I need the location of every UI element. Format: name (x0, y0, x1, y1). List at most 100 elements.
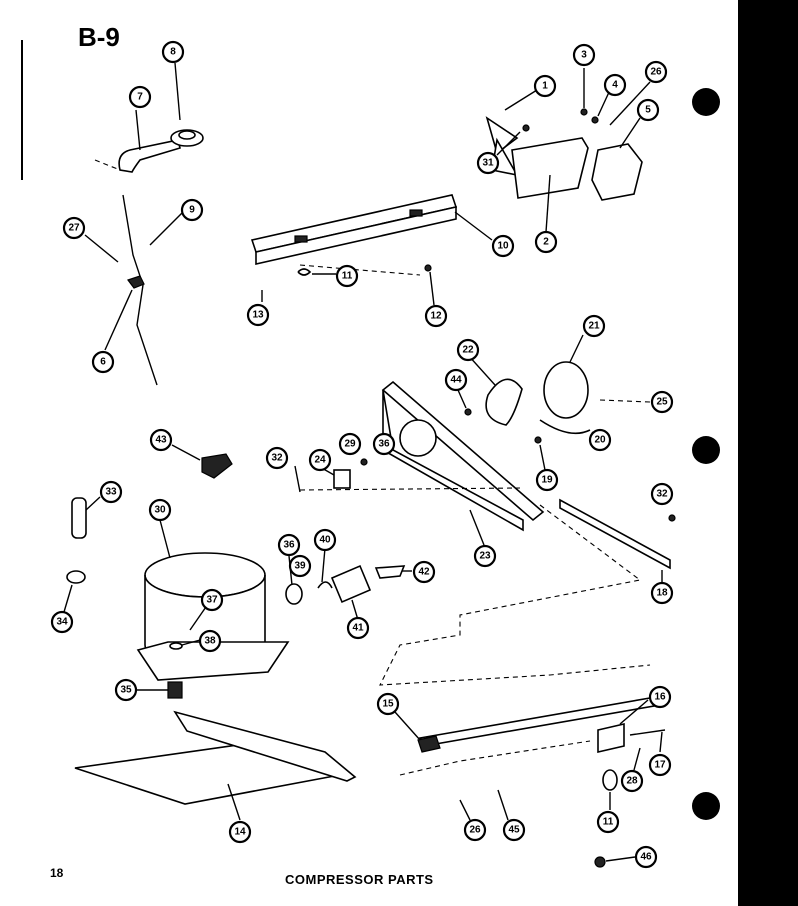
lead-1 (504, 89, 538, 111)
callout-43: 43 (149, 428, 173, 452)
page-title: B-9 (78, 22, 120, 52)
svg-text:41: 41 (352, 623, 364, 634)
exploded-parts-diagram: 1 2 3 4 5 6 7 8 9 10 11 11 12 13 14 15 1… (21, 40, 676, 869)
part-grommet-8-inner (178, 130, 196, 140)
lead-14 (227, 783, 241, 821)
lead-12 (429, 271, 435, 306)
callout-44: 44 (444, 368, 468, 392)
svg-text:21: 21 (588, 321, 600, 332)
callout-14: 14 (228, 820, 252, 844)
part-screw-3 (580, 108, 588, 116)
part-block-24 (333, 469, 351, 489)
svg-text:31: 31 (482, 158, 494, 169)
part-screw-36 (360, 458, 368, 466)
lead-40 (321, 547, 326, 583)
svg-text:40: 40 (319, 535, 331, 546)
lead-26-bottom (459, 799, 471, 821)
part-motor-21 (543, 361, 589, 419)
svg-text:4: 4 (612, 80, 618, 91)
lead-9 (149, 212, 183, 246)
part-compressor-base (136, 641, 290, 681)
callout-3: 3 (572, 43, 596, 67)
part-rail-14 (173, 710, 357, 782)
binder-hole-top (692, 88, 720, 116)
callout-2: 2 (534, 230, 558, 254)
svg-text:16: 16 (654, 692, 666, 703)
callout-31: 31 (476, 151, 500, 175)
callout-16: 16 (648, 685, 672, 709)
part-clip-40 (317, 581, 333, 589)
part-plate-23-hole (399, 419, 437, 457)
part-nut-44 (464, 408, 472, 416)
svg-text:19: 19 (541, 475, 553, 486)
part-channel-slot-a (294, 235, 308, 243)
part-screw-31 (522, 124, 530, 132)
callout-5: 5 (636, 98, 660, 122)
svg-text:23: 23 (479, 551, 491, 562)
part-gear-11 (602, 769, 618, 791)
svg-text:20: 20 (594, 435, 606, 446)
part-bracket-2 (511, 137, 589, 199)
callout-1: 1 (533, 74, 557, 98)
lead-4 (597, 89, 611, 117)
callout-38: 38 (198, 629, 222, 653)
callout-17: 17 (648, 753, 672, 777)
svg-text:18: 18 (656, 588, 668, 599)
callout-34: 34 (50, 610, 74, 634)
callout-10: 10 (491, 234, 515, 258)
callout-45: 45 (502, 818, 526, 842)
part-rail-15-end (417, 735, 441, 753)
lead-27 (84, 234, 119, 263)
lead-16 (619, 699, 649, 725)
lead-7 (135, 109, 141, 151)
callout-46: 46 (634, 845, 658, 869)
lead-31 (496, 131, 521, 156)
lead-32 (294, 465, 301, 493)
callout-11: 11 (335, 264, 359, 288)
callout-15: 15 (376, 692, 400, 716)
svg-text:38: 38 (204, 636, 216, 647)
dash-32 (299, 487, 521, 491)
lead-30 (159, 519, 171, 559)
callout-39: 39 (288, 554, 312, 578)
lead-5 (619, 117, 641, 149)
lead-43 (171, 444, 201, 461)
callout-4: 4 (603, 73, 627, 97)
svg-text:8: 8 (170, 47, 176, 58)
callout-27: 27 (62, 216, 86, 240)
part-grommet-35 (167, 681, 183, 699)
part-clip-6 (127, 275, 145, 289)
part-capacitor-33 (71, 497, 87, 539)
callout-11-bottom: 11 (596, 810, 620, 834)
callout-35: 35 (114, 678, 138, 702)
svg-text:30: 30 (154, 505, 166, 516)
callout-20: 20 (588, 428, 612, 452)
part-plate-23-top (381, 380, 545, 522)
svg-text:43: 43 (155, 435, 167, 446)
part-spring-11 (297, 268, 312, 276)
lead-38 (181, 639, 201, 646)
part-shroud-20 (539, 419, 591, 435)
lead-8 (174, 62, 181, 121)
callout-23: 23 (473, 544, 497, 568)
svg-text:1: 1 (542, 81, 548, 92)
svg-text:44: 44 (450, 375, 462, 386)
dash-route (379, 504, 651, 686)
binder-edge (738, 0, 798, 906)
svg-text:35: 35 (120, 685, 132, 696)
svg-text:3: 3 (581, 50, 587, 61)
lead-10 (454, 211, 493, 241)
callout-12: 12 (424, 304, 448, 328)
svg-text:12: 12 (430, 311, 442, 322)
lead-6 (104, 289, 133, 351)
callout-6: 6 (91, 350, 115, 374)
lead-34 (63, 584, 73, 613)
callout-41: 41 (346, 616, 370, 640)
part-strip-18 (559, 498, 671, 570)
callout-24: 24 (308, 448, 332, 472)
svg-text:32: 32 (271, 453, 283, 464)
part-ring-34 (66, 570, 86, 584)
dash-27 (94, 159, 121, 171)
callout-22: 22 (456, 338, 480, 362)
lead-23 (469, 509, 485, 546)
